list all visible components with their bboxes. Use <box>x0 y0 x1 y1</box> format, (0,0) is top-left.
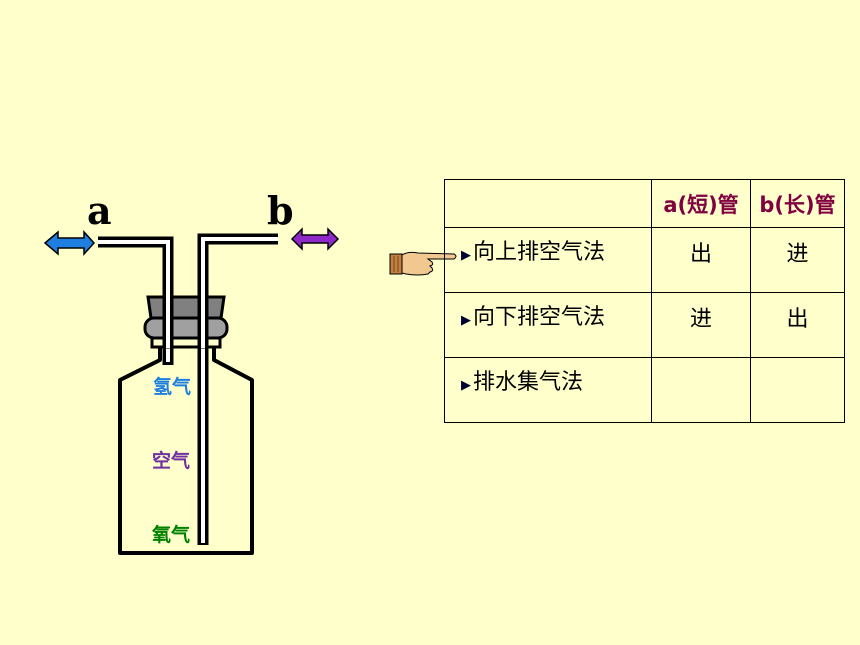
gas-bottle-apparatus <box>43 227 340 555</box>
method-label: 排水集气法 <box>473 370 584 395</box>
table-header-b: b(长)管 <box>750 179 845 228</box>
stopper-top <box>146 295 226 320</box>
gas-label-hydrogen: 氢气 <box>153 376 192 398</box>
tube-a-cell: 进 <box>651 292 751 358</box>
label-a: a <box>87 188 112 233</box>
table-header-a: a(短)管 <box>651 179 751 228</box>
label-b: b <box>267 188 294 233</box>
method-label: 向下排空气法 <box>473 305 606 330</box>
bullet-triangle-icon: ▶ <box>461 378 471 393</box>
double-arrow-b-icon <box>290 227 340 251</box>
collection-method-table: a(短)管 b(长)管 ▶向上排空气法 出 进 ▶向下排空气法 进 出 ▶排水集… <box>444 179 845 423</box>
method-label: 向上排空气法 <box>473 240 606 265</box>
tube-b-cell: 出 <box>750 292 845 358</box>
bottle-neck <box>150 336 222 349</box>
pointing-hand-icon <box>389 251 457 276</box>
table-row: ▶向下排空气法 进 出 <box>444 292 845 358</box>
tube-b-cell <box>750 357 845 423</box>
method-cell: ▶向上排空气法 <box>444 227 652 293</box>
double-arrow-a-icon <box>43 230 96 256</box>
tube-b-cell: 进 <box>750 227 845 293</box>
table-header-blank <box>444 179 652 228</box>
bullet-triangle-icon: ▶ <box>461 313 471 328</box>
method-cell: ▶向下排空气法 <box>444 292 652 358</box>
method-cell: ▶排水集气法 <box>444 357 652 423</box>
bullet-triangle-icon: ▶ <box>461 248 471 263</box>
table-row: ▶排水集气法 <box>444 357 845 423</box>
gas-label-oxygen: 氧气 <box>152 524 191 546</box>
gas-label-air: 空气 <box>152 450 191 472</box>
table-row: ▶向上排空气法 出 进 <box>444 227 845 293</box>
tube-a-cell <box>651 357 751 423</box>
stopper-ring <box>143 316 229 340</box>
table-header-row: a(短)管 b(长)管 <box>444 179 845 228</box>
tube-a-cell: 出 <box>651 227 751 293</box>
bottle-body <box>118 345 254 555</box>
